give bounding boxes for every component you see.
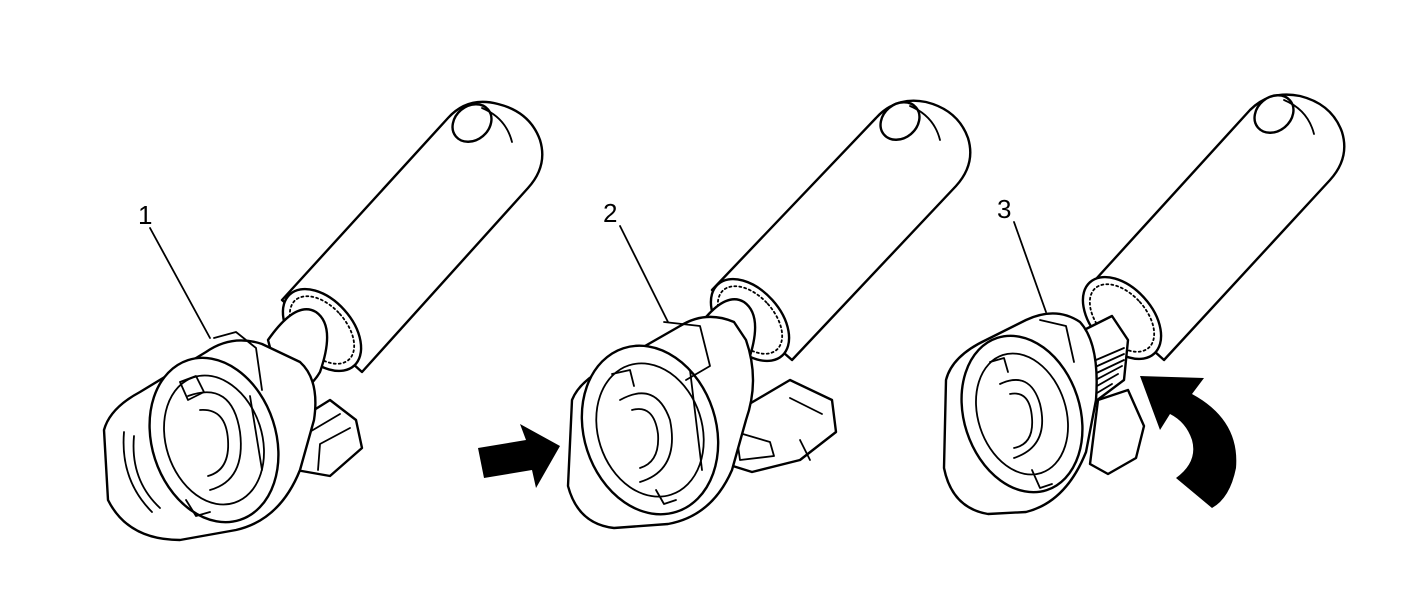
straight-push-arrow-icon bbox=[478, 424, 560, 488]
step-3-leader-line bbox=[1013, 221, 1047, 313]
step-2-latch-open bbox=[718, 378, 838, 474]
step-2-connector: 2 bbox=[478, 99, 972, 530]
step-3-tube bbox=[1084, 93, 1346, 362]
callout-3: 3 bbox=[997, 194, 1011, 224]
curved-rotate-arrow-icon bbox=[1140, 376, 1237, 508]
step-1-leader-line bbox=[149, 227, 211, 339]
step-1-body bbox=[102, 331, 317, 542]
step-3-latch bbox=[1088, 388, 1146, 476]
step-1-tube bbox=[280, 100, 544, 374]
step-3-connector: 3 bbox=[942, 93, 1346, 516]
step-3-body bbox=[942, 312, 1098, 516]
step-2-body bbox=[566, 315, 755, 530]
callout-1: 1 bbox=[138, 200, 152, 230]
step-2-tube bbox=[710, 99, 972, 362]
step-1-connector: 1 bbox=[102, 100, 544, 542]
callout-2: 2 bbox=[603, 198, 617, 228]
step-2-leader-line bbox=[619, 225, 669, 323]
